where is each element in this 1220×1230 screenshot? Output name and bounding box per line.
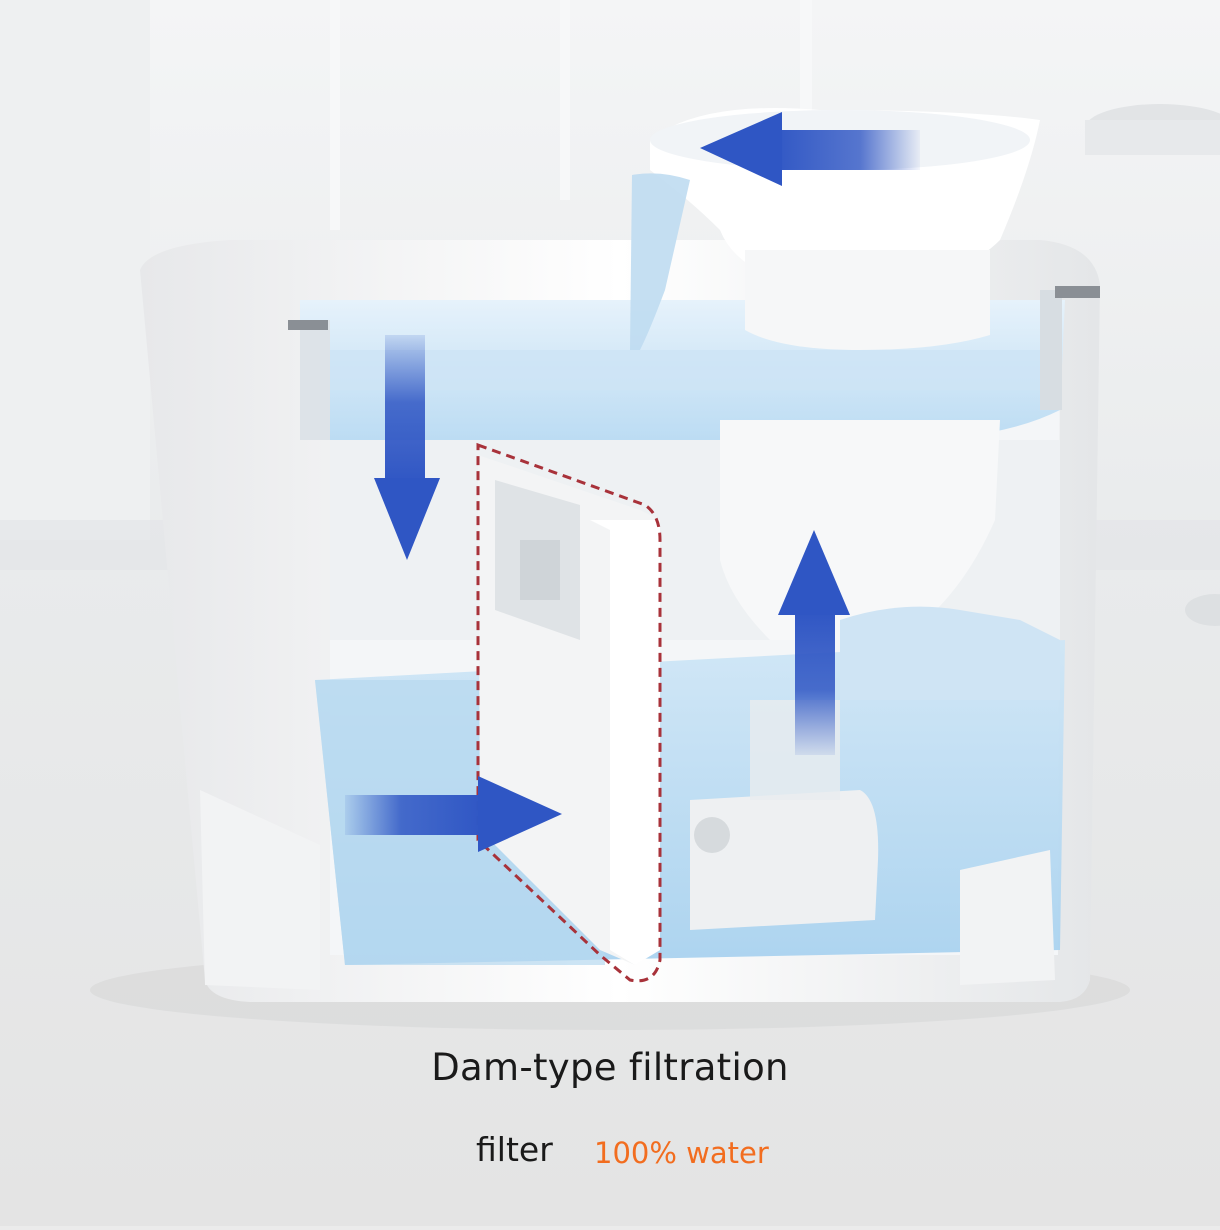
caption-filter-label: filter [476, 1130, 553, 1169]
flow-arrow-right [345, 776, 562, 852]
caption-title: Dam-type filtration [431, 1046, 789, 1089]
flow-arrow-up [778, 530, 850, 755]
caption-subtitle: filter 100% water [0, 1126, 1220, 1176]
flow-arrow-down [374, 335, 440, 560]
flow-arrow-left [700, 112, 920, 186]
caption-highlight: 100% water [594, 1136, 769, 1170]
